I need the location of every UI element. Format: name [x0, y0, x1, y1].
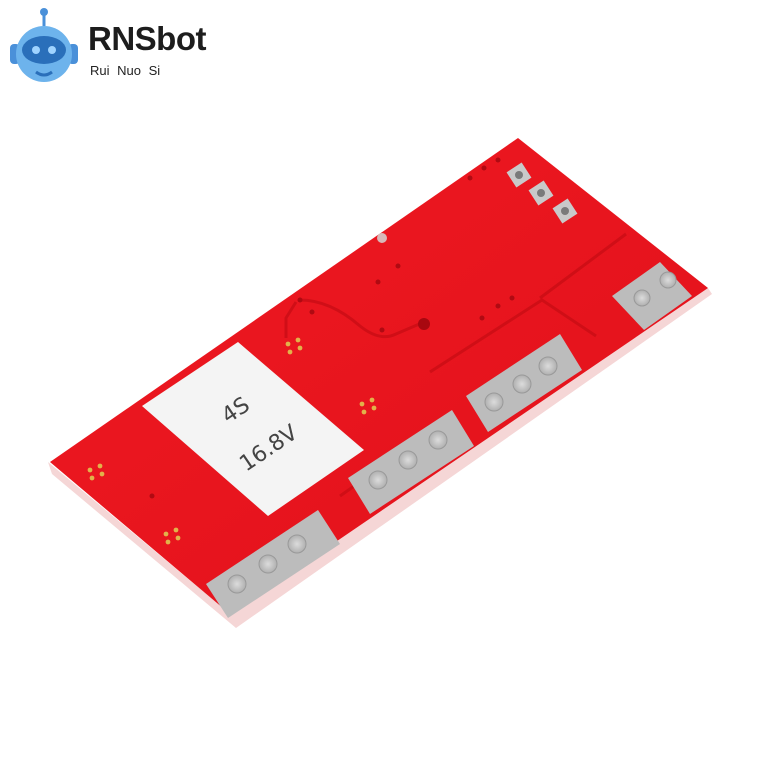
brand-name: RNSbot — [88, 20, 206, 57]
pcb-vias — [149, 157, 515, 499]
via-large — [377, 233, 387, 243]
pad-strip-upper — [466, 334, 582, 432]
pads-3pin-top — [506, 162, 578, 224]
pad-strip-right — [612, 262, 692, 330]
pad-strip-middle — [348, 410, 474, 514]
gold-dots — [87, 337, 377, 545]
via-large — [418, 318, 430, 330]
board-label — [142, 342, 364, 516]
robot-head-icon — [10, 8, 78, 82]
pad-strip-bottom — [206, 510, 340, 618]
pcb-board — [50, 138, 708, 614]
brand-logo: RNSbot Rui Nuo Si — [0, 0, 260, 96]
brand-subtitle: Rui Nuo Si — [90, 63, 161, 78]
